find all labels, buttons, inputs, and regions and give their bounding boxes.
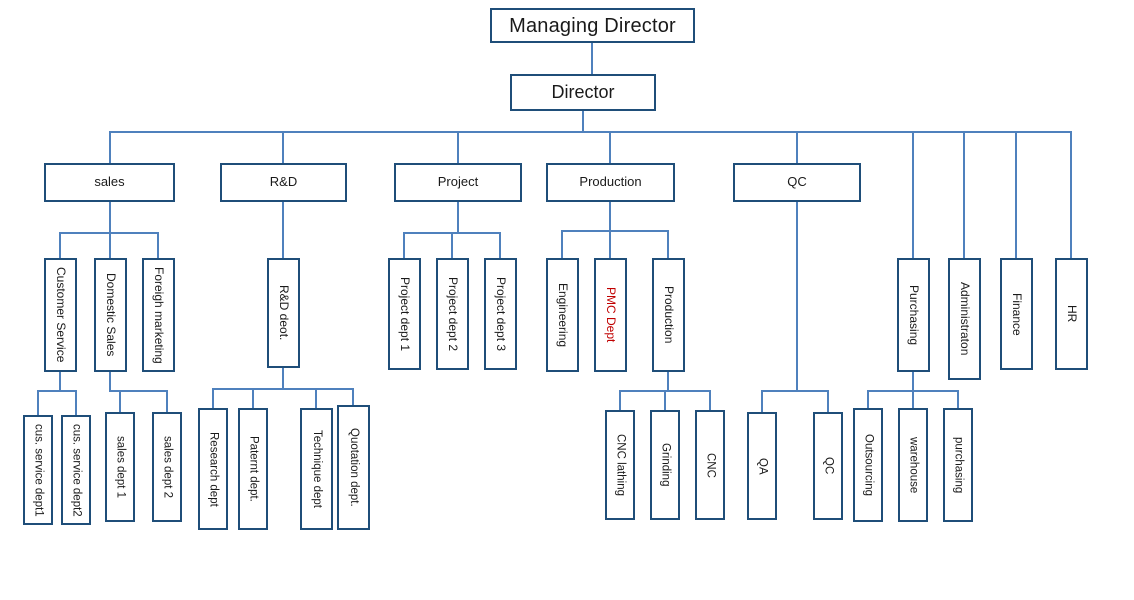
node-administration: Administraton	[948, 258, 981, 380]
connector	[109, 232, 111, 258]
connector	[282, 131, 284, 163]
connector	[609, 202, 611, 230]
node-technique-dept: Technique dept	[300, 408, 333, 530]
connector	[282, 368, 284, 388]
node-qc: QC	[733, 163, 861, 202]
node-rnd: R&D	[220, 163, 347, 202]
node-customer-service: Customer Service	[44, 258, 77, 372]
connector	[912, 372, 914, 390]
node-project-dept-3: Project dept 3	[484, 258, 517, 370]
connector	[59, 232, 61, 258]
connector	[212, 388, 214, 408]
connector	[252, 388, 254, 408]
connector	[109, 390, 168, 392]
connector	[591, 43, 593, 74]
connector	[119, 390, 121, 412]
node-warehouse: warehouse	[898, 408, 928, 522]
connector	[352, 388, 354, 405]
connector	[963, 131, 965, 258]
connector	[912, 390, 914, 408]
connector	[109, 372, 111, 390]
node-purchasing: Purchasing	[897, 258, 930, 372]
node-production: Production	[546, 163, 675, 202]
node-pmc-dept: PMC Dept	[594, 258, 627, 372]
connector	[315, 388, 317, 408]
node-domestic-sales: Domestic Sales	[94, 258, 127, 372]
connector	[761, 390, 763, 412]
connector	[667, 372, 669, 390]
node-engineering: Engineering	[546, 258, 579, 372]
connector	[867, 390, 869, 408]
connector	[499, 232, 501, 258]
connector	[37, 390, 39, 415]
node-project-dept-2: Project dept 2	[436, 258, 469, 370]
node-production-dept: Production	[652, 258, 685, 372]
node-cnc: CNC	[695, 410, 725, 520]
connector	[561, 230, 669, 232]
node-director: Director	[510, 74, 656, 111]
connector	[761, 390, 829, 392]
connector	[109, 131, 1072, 133]
node-sales-dept-1: sales dept 1	[105, 412, 135, 522]
connector	[75, 390, 77, 415]
connector	[796, 202, 798, 390]
node-cnc-lathing: CNC lathing	[605, 410, 635, 520]
connector	[609, 131, 611, 163]
connector	[796, 131, 798, 163]
node-cus-service-dept1: cus. service dept1	[23, 415, 53, 525]
node-patent-dept: Paternt dept.	[238, 408, 268, 530]
connector	[59, 372, 61, 390]
connector	[619, 390, 621, 410]
connector	[709, 390, 711, 410]
connector	[109, 202, 111, 232]
connector	[667, 230, 669, 258]
connector	[912, 131, 914, 258]
connector	[166, 390, 168, 412]
connector	[582, 111, 584, 131]
connector	[827, 390, 829, 412]
node-grinding: Grinding	[650, 410, 680, 520]
connector	[457, 202, 459, 232]
node-finance: Finance	[1000, 258, 1033, 370]
connector	[282, 202, 284, 258]
node-managing-director: Managing Director	[490, 8, 695, 43]
connector	[403, 232, 405, 258]
node-research-dept: Research dept	[198, 408, 228, 530]
node-qa: QA	[747, 412, 777, 520]
node-project-dept-1: Project dept 1	[388, 258, 421, 370]
node-foreign-marketing: Foreigh marketing	[142, 258, 175, 372]
node-quotation-dept: Quotation dept.	[337, 405, 370, 530]
connector	[561, 230, 563, 258]
connector	[157, 232, 159, 258]
node-project: Project	[394, 163, 522, 202]
node-rnd-dept: R&D deot.	[267, 258, 300, 368]
connector	[664, 390, 666, 410]
connector	[109, 131, 111, 163]
node-sales: sales	[44, 163, 175, 202]
node-purchasing-sub: purchasing	[943, 408, 973, 522]
node-outsourcing: Outsourcing	[853, 408, 883, 522]
node-cus-service-dept2: cus. service dept2	[61, 415, 91, 525]
node-sales-dept-2: sales dept 2	[152, 412, 182, 522]
connector	[609, 230, 611, 258]
node-qc-sub: QC	[813, 412, 843, 520]
connector	[451, 232, 453, 258]
connector	[37, 390, 77, 392]
connector	[1070, 131, 1072, 258]
connector	[457, 131, 459, 163]
node-hr: HR	[1055, 258, 1088, 370]
connector	[1015, 131, 1017, 258]
connector	[957, 390, 959, 408]
connector	[212, 388, 354, 390]
